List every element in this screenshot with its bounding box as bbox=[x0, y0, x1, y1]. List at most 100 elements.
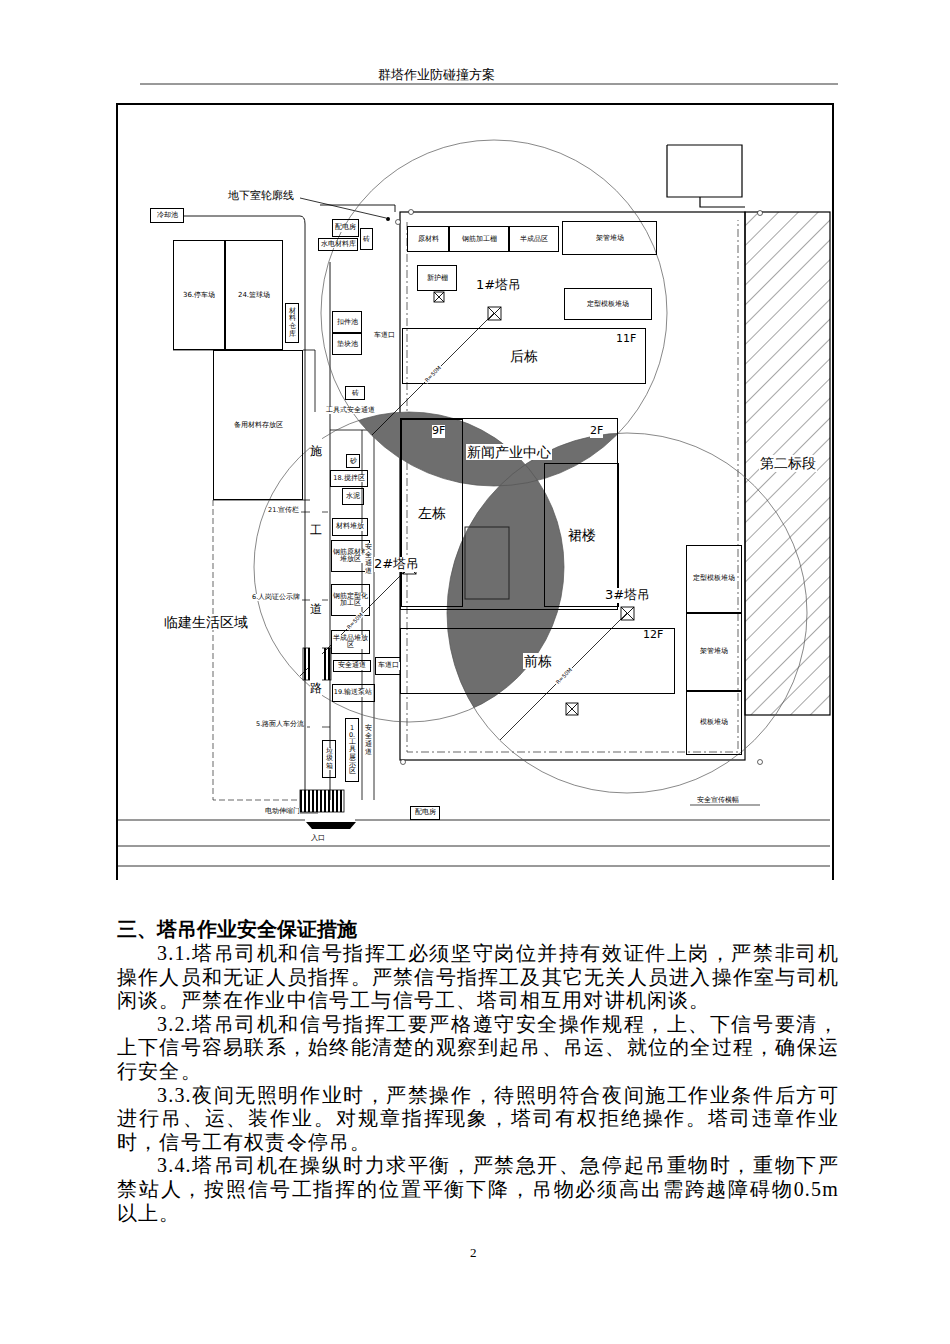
yard-box: 半成品区 bbox=[509, 226, 559, 252]
node-label: 钢筋加工棚 bbox=[461, 235, 498, 243]
node-label: 配电房 bbox=[414, 809, 437, 816]
node-label: 架管堆场 bbox=[595, 234, 625, 242]
node-label: 水电材料库 bbox=[320, 241, 357, 248]
building-box: 左栋 bbox=[401, 419, 463, 607]
store-box: 水电材料库 bbox=[318, 238, 358, 251]
passage-box: 安全通道 bbox=[333, 660, 371, 672]
body-text: 三、塔吊作业安全保证措施3.1.塔吊司机和信号指挥工必须坚守岗位并持有效证件上岗… bbox=[117, 916, 839, 1225]
node-label: 材料堆放 bbox=[335, 523, 365, 530]
store-box: 材料仓库 bbox=[285, 303, 299, 343]
radius-dimension: R=50M bbox=[554, 666, 574, 686]
node-label: 定型模板堆场 bbox=[586, 300, 630, 308]
yard-box: 定型模板堆场 bbox=[564, 288, 652, 320]
room-box: 配电房 bbox=[410, 806, 440, 820]
passage-label: 安全通道 bbox=[365, 543, 372, 575]
node-label: 18.搅拌区 bbox=[332, 475, 365, 482]
brick-box: 砖 bbox=[345, 386, 365, 400]
court-box: 24.篮球场 bbox=[225, 240, 283, 350]
crane-label: 2#塔吊 bbox=[374, 557, 419, 572]
node-label: 定型模板堆场 bbox=[692, 575, 736, 582]
floor-count: 12F bbox=[643, 629, 663, 642]
node-label: 安全通道 bbox=[337, 662, 367, 669]
pool-box: 扣件池 bbox=[332, 311, 362, 333]
body-paragraph: 3.1.塔吊司机和信号指挥工必须坚守岗位并持有效证件上岗，严禁非司机操作人员和无… bbox=[117, 942, 839, 1013]
floor-count: 11F bbox=[616, 333, 636, 346]
yard-box: 原材料 bbox=[407, 226, 449, 252]
floor-count: 2F bbox=[590, 425, 603, 438]
node-label: 24.篮球场 bbox=[237, 291, 271, 299]
parking-box: 36.停车场 bbox=[173, 240, 225, 350]
radius-dimension: R=50M bbox=[423, 364, 443, 384]
gate-label: 入口 bbox=[311, 834, 325, 842]
node-label: 原材料 bbox=[417, 235, 440, 243]
building-box: 后栋 bbox=[402, 328, 646, 384]
node-label: 36.停车场 bbox=[182, 291, 216, 299]
node-label: 垃圾箱 bbox=[325, 748, 334, 769]
yard-box: 钢筋原材料堆放区 bbox=[331, 540, 370, 572]
road-label: 施工道路 bbox=[310, 412, 322, 728]
node-label: 10.工具展示区 bbox=[348, 725, 357, 775]
node-label: 车道口 bbox=[377, 662, 400, 669]
node-label: 前栋 bbox=[523, 653, 553, 669]
node-label: 备用材料存放区 bbox=[233, 421, 284, 429]
node-label: 钢筋原材料堆放区 bbox=[332, 549, 369, 564]
node-label: 砂 bbox=[349, 457, 358, 465]
node-label: 材料仓库 bbox=[288, 308, 297, 339]
cement-box: 水泥 bbox=[342, 488, 364, 505]
yard-box: 模板堆场 bbox=[686, 691, 742, 755]
yard-box: 半成品堆放区 bbox=[331, 630, 370, 654]
shed-box: 新护棚 bbox=[417, 265, 457, 291]
node-label: 模板堆场 bbox=[699, 719, 729, 726]
callout-label: 工具式安全通道 bbox=[326, 407, 375, 414]
callout-label: 车道口 bbox=[374, 332, 395, 339]
page-number: 2 bbox=[470, 1246, 477, 1261]
node-label: 半成品区 bbox=[519, 235, 549, 243]
display-box: 10.工具展示区 bbox=[345, 718, 359, 782]
body-paragraph: 3.2.塔吊司机和信号指挥工要严格遵守安全操作规程，上、下信号要清，上下信号容易… bbox=[117, 1013, 839, 1084]
crane-label: 1#塔吊 bbox=[476, 278, 521, 293]
node-label: 砖 bbox=[351, 389, 360, 397]
yard-box: 架管堆场 bbox=[562, 221, 657, 255]
brick-box: 砖 bbox=[360, 228, 373, 250]
pump-box: 19.输送泵站 bbox=[332, 684, 375, 703]
gate-box: 车道口 bbox=[375, 657, 401, 675]
yard-box: 定型模板堆场 bbox=[686, 545, 742, 613]
node-label: 配电房 bbox=[334, 224, 357, 231]
callout-label: 6.人岗证公示牌 bbox=[252, 594, 300, 601]
node-label: 新闻产业中心 bbox=[466, 444, 552, 460]
passage-label: 安全通道 bbox=[365, 724, 372, 756]
node-label: 半成品堆放区 bbox=[332, 635, 369, 650]
node-label: 砖 bbox=[362, 235, 371, 243]
node-label: 冷却池 bbox=[156, 211, 179, 219]
pool-box: 垫块池 bbox=[332, 333, 362, 355]
callout-label: 5.路面人车分流 bbox=[256, 721, 304, 728]
node-label: 左栋 bbox=[417, 505, 447, 521]
running-header: 群塔作业防碰撞方案 bbox=[378, 66, 495, 84]
crane-label: 3#塔吊 bbox=[605, 588, 650, 603]
node-label: 新护棚 bbox=[426, 274, 449, 282]
body-paragraph: 3.4.塔吊司机在操纵时力求平衡，严禁急开、急停起吊重物时，重物下严禁站人，按照… bbox=[117, 1154, 839, 1225]
yard-box: 架管堆场 bbox=[686, 613, 742, 691]
building-box: 前栋 bbox=[400, 628, 675, 694]
callout-label: 电动伸缩门 bbox=[265, 808, 300, 815]
shed-box: 钢筋加工棚 bbox=[449, 226, 509, 252]
node-label: 架管堆场 bbox=[699, 648, 729, 655]
node-label: 垫块池 bbox=[336, 340, 359, 348]
node-label: 19.输送泵站 bbox=[333, 689, 373, 696]
building-complex: 新闻产业中心左栋裙楼 bbox=[400, 418, 618, 610]
storage-area: 备用材料存放区 bbox=[213, 350, 303, 500]
floor-count: 9F bbox=[432, 425, 445, 438]
mixing-box: 18.搅拌区 bbox=[330, 470, 368, 487]
body-paragraph: 3.3.夜间无照明作业时，严禁操作，待照明符合夜间施工作业条件后方可进行吊、运、… bbox=[117, 1084, 839, 1155]
node-label: 钢筋定型化加工区 bbox=[332, 593, 369, 608]
node-label: 水泥 bbox=[345, 492, 361, 500]
node-label: 裙楼 bbox=[567, 527, 597, 543]
sand-box: 砂 bbox=[346, 454, 360, 468]
building-box: 裙楼 bbox=[544, 463, 619, 607]
node-label: 第二标段 bbox=[759, 455, 817, 471]
room-box: 配电房 bbox=[332, 219, 359, 238]
yard-box: 材料堆放 bbox=[332, 518, 368, 536]
section-heading: 三、塔吊作业安全保证措施 bbox=[117, 916, 839, 942]
area-label: 临建生活区域 bbox=[164, 614, 248, 630]
